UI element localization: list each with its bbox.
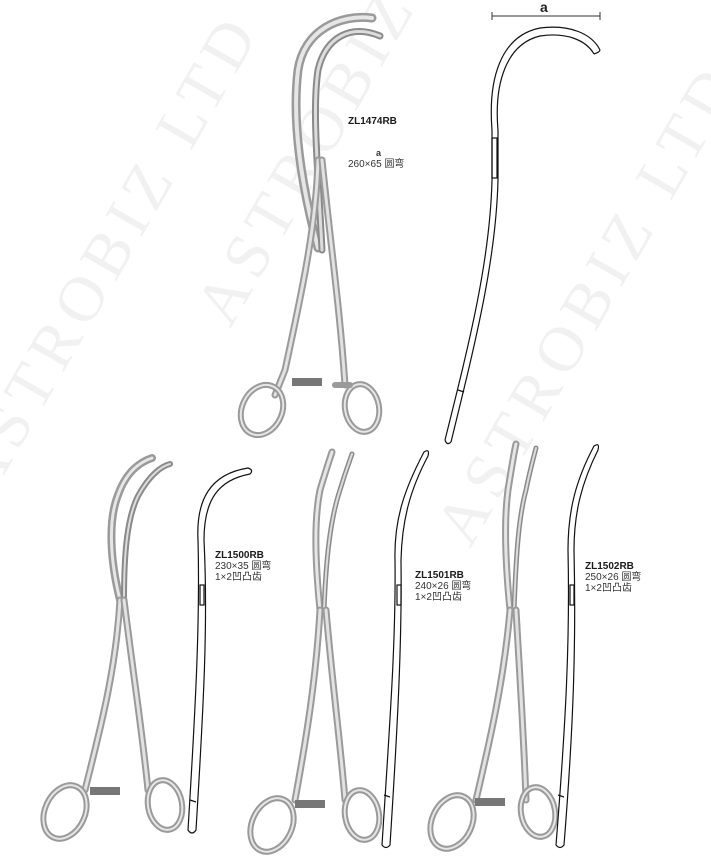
product-spec: 250×26 圆弯 — [585, 572, 641, 583]
product-shape: 圆弯 — [621, 572, 642, 583]
product-label-zl1502rb: ZL1502RB 250×26 圆弯 1×2凹凸齿 — [585, 561, 641, 594]
product-spec: 260×65 圆弯 — [348, 159, 404, 170]
product-code: ZL1502RB — [585, 561, 634, 572]
product-label-zl1501rb: ZL1501RB 240×26 圆弯 1×2凹凸齿 — [415, 570, 471, 603]
profile-outline-zl1502rb — [555, 444, 600, 849]
product-spec: 230×35 圆弯 — [215, 561, 271, 572]
forceps-zl1474rb — [237, 12, 384, 439]
dimension-label-a: a — [540, 0, 548, 15]
profile-outline-zl1474rb — [444, 26, 601, 445]
forceps-zl1502rb — [427, 440, 559, 852]
product-shape: 圆弯 — [451, 581, 472, 592]
product-size: 240×26 — [415, 581, 449, 592]
product-spec: 240×26 圆弯 — [415, 581, 471, 592]
product-label-zl1474rb: ZL1474RB a 260×65 圆弯 — [348, 116, 404, 170]
product-size: 250×26 — [585, 572, 619, 583]
product-code: ZL1474RB — [348, 116, 397, 127]
product-size: 230×35 — [215, 561, 249, 572]
profile-outline-zl1500rb — [187, 467, 253, 834]
dimension-header: a — [376, 148, 382, 158]
product-teeth: 1×2凹凸齿 — [215, 572, 262, 583]
dimension-marker-a — [491, 12, 601, 20]
product-size: 260×65 — [348, 159, 382, 170]
product-teeth: 1×2凹凸齿 — [415, 592, 462, 603]
product-code: ZL1501RB — [415, 570, 464, 581]
forceps-zl1501rb — [247, 448, 383, 855]
product-code: ZL1500RB — [215, 550, 264, 561]
forceps-zl1500rb — [40, 454, 186, 842]
product-teeth: 1×2凹凸齿 — [585, 583, 632, 594]
product-shape: 圆弯 — [251, 561, 272, 572]
profile-outline-zl1501rb — [381, 450, 430, 849]
product-shape: 圆弯 — [384, 159, 405, 170]
product-label-zl1500rb: ZL1500RB 230×35 圆弯 1×2凹凸齿 — [215, 550, 271, 583]
